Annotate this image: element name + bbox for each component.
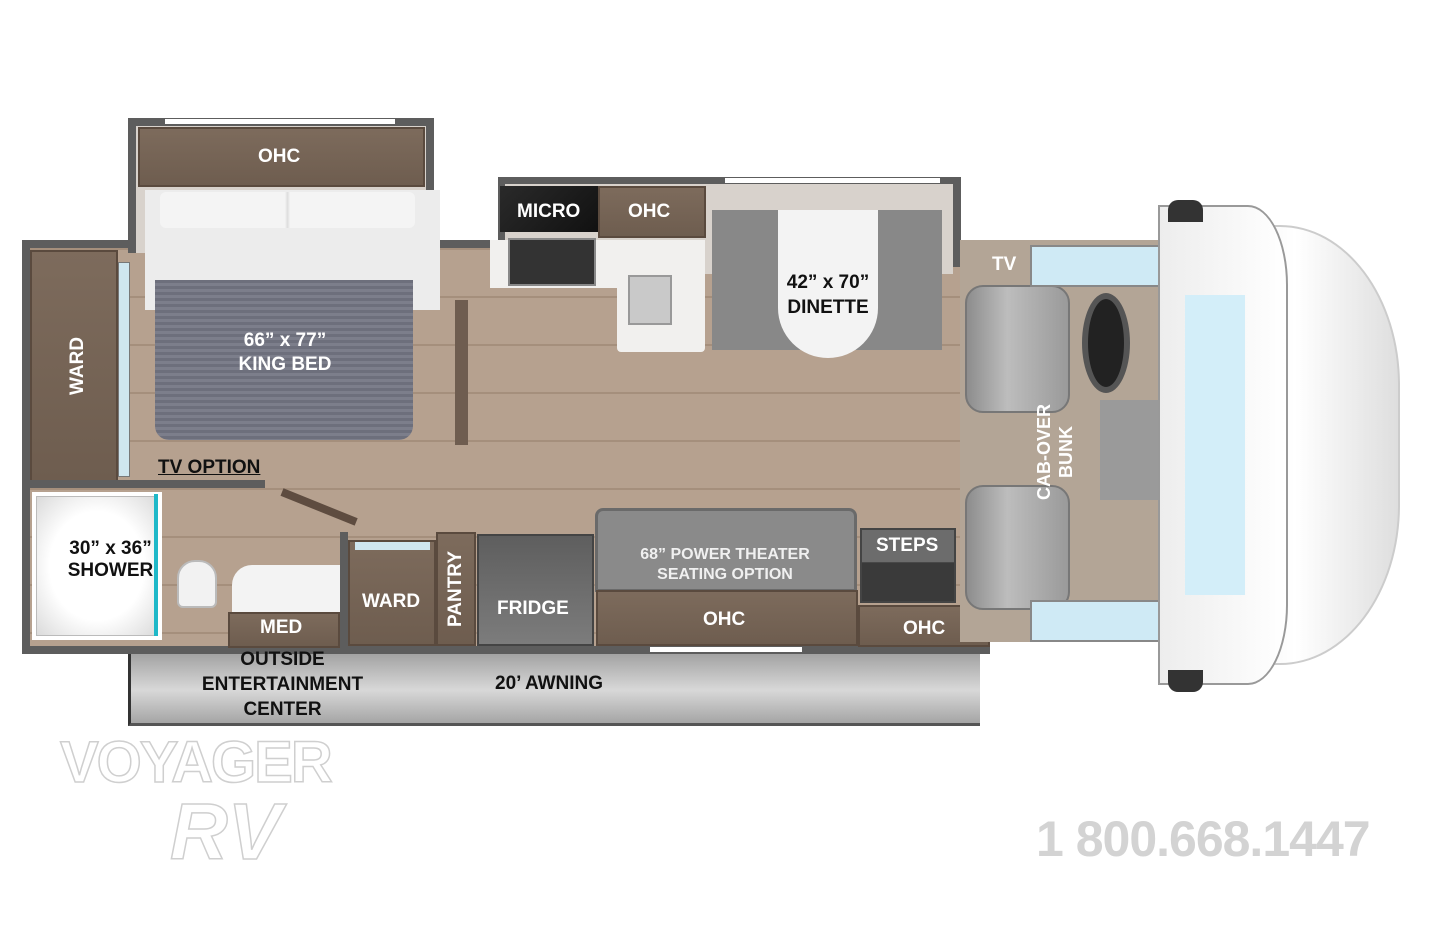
bunk-line1: CAB-OVER — [1034, 404, 1054, 501]
passenger-seat — [965, 485, 1070, 610]
mirror-bottom — [1168, 670, 1203, 692]
tv-option-label: TV OPTION — [158, 457, 261, 478]
bed-name: KING BED — [238, 354, 332, 375]
shower-label: 30” x 36” SHOWER — [58, 538, 163, 582]
driver-seat — [965, 285, 1070, 413]
living-ohc — [596, 590, 858, 646]
cab-over-bunk-label: CAB-OVER BUNK — [1033, 392, 1077, 512]
mirror-top — [1168, 200, 1203, 222]
hall-ward-mirror — [355, 542, 430, 550]
kitchen-window — [725, 178, 940, 183]
bed-size: 66” x 77” — [243, 330, 327, 351]
med-label: MED — [260, 617, 303, 638]
theater-line2: SEATING OPTION — [657, 566, 793, 583]
microwave — [500, 186, 598, 232]
awning — [128, 650, 980, 726]
outside-line1: OUTSIDE — [240, 649, 325, 670]
micro-label: MICRO — [517, 201, 581, 222]
bedroom-ohc — [138, 127, 425, 187]
tv-label: TV — [992, 254, 1017, 275]
sink-icon — [628, 275, 672, 325]
dinette-table — [778, 210, 878, 358]
logo-line1: VOYAGER — [59, 730, 333, 795]
steps-label: STEPS — [876, 535, 939, 556]
cab-door-top — [1030, 245, 1160, 287]
shower-name: SHOWER — [67, 560, 154, 581]
cab-door-bottom — [1030, 600, 1160, 642]
kitchen-ohc-label: OHC — [628, 201, 671, 222]
bedroom-ohc-label: OHC — [258, 146, 301, 167]
living-ohc-label: OHC — [703, 609, 746, 630]
stove-icon — [508, 238, 596, 286]
pantry — [436, 532, 476, 646]
theater-line1: 68” POWER THEATER — [640, 546, 810, 563]
logo-line2: RV — [169, 787, 282, 876]
bunk-line2: BUNK — [1056, 426, 1076, 478]
kitchen-ohc — [598, 186, 706, 238]
nightstand-door — [455, 300, 468, 445]
bed-label: 66” x 77” KING BED — [210, 330, 360, 376]
fridge — [477, 534, 594, 646]
dashboard — [1100, 400, 1158, 500]
shower-size: 30” x 36” — [69, 538, 152, 559]
dinette-label: 42” x 70” DINETTE — [775, 272, 881, 319]
fridge-label: FRIDGE — [497, 598, 569, 619]
shower-door — [154, 494, 158, 636]
phone-number: 1 800.668.1447 — [1036, 811, 1371, 867]
bedroom-ward — [30, 250, 118, 482]
entry-ohc-label: OHC — [903, 618, 946, 639]
hall-ward-label: WARD — [362, 591, 421, 612]
med-cabinet — [228, 612, 340, 648]
pillows — [160, 192, 415, 228]
voyager-rv-logo: VOYAGER RV — [59, 730, 340, 876]
bed-mattress — [155, 280, 413, 440]
partition — [340, 532, 348, 646]
steps — [860, 528, 956, 603]
shower — [32, 492, 162, 640]
dinette-name: DINETTE — [787, 297, 869, 318]
ward-mirror — [118, 262, 130, 477]
bath-sink-icon — [232, 565, 340, 613]
pantry-label: PANTRY — [445, 551, 466, 627]
hall-ward — [348, 540, 436, 646]
bottom-window — [650, 647, 802, 652]
windshield-glass — [1185, 295, 1245, 595]
dinette-size: 42” x 70” — [786, 272, 870, 293]
theater-label: 68” POWER THEATER SEATING OPTION — [625, 545, 825, 585]
outside-line3: CENTER — [243, 699, 322, 720]
toilet-icon — [177, 560, 217, 608]
bath-wall — [30, 480, 265, 488]
steering-wheel-icon — [1082, 293, 1130, 393]
bedroom-window — [165, 119, 395, 124]
outside-line2: ENTERTAINMENT — [201, 674, 364, 695]
outside-entertainment-label: OUTSIDE ENTERTAINMENT CENTER — [200, 649, 365, 721]
awning-label: 20’ AWNING — [495, 673, 604, 694]
bedroom-ward-label: WARD — [67, 336, 88, 395]
